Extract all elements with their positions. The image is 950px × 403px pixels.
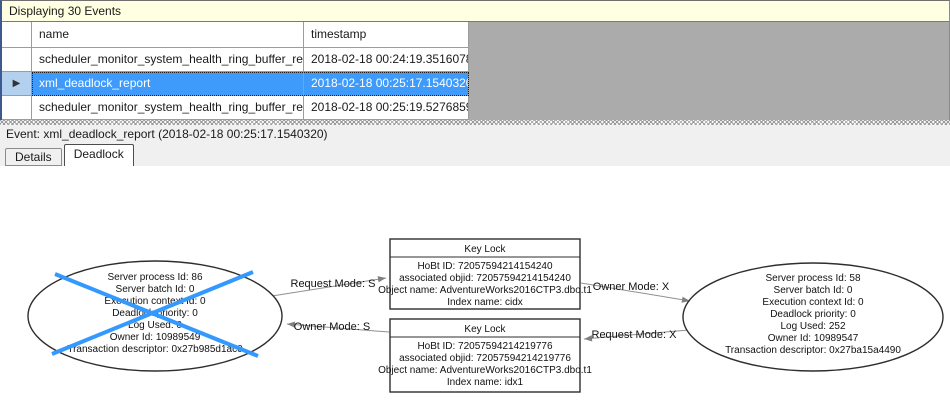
events-grid-panel: Displaying 30 Events name timestamp sche… [0,0,950,120]
grid-filler [469,22,949,48]
selected-row-focus-rect[interactable]: xml_deadlock_report 2018-02-18 00:25:17.… [32,72,469,96]
edge-label-request-s: Request Mode: S [291,278,376,290]
node-text-line: Execution context Id: 0 [762,297,864,308]
event-bar: Event: xml_deadlock_report (2018-02-18 0… [0,125,950,144]
node-text-line: Log Used: 252 [780,321,845,332]
node-text-line: Log Used: 0 [128,320,182,331]
edge-label-request-x: Request Mode: X [592,329,678,341]
grid-filler [469,96,949,120]
edge-owner-s [286,321,390,333]
node-text-line: HoBt ID: 72057594214154240 [417,261,553,272]
node-text-line: Owner Id: 10989547 [768,333,859,344]
tab-strip: Details Deadlock [0,144,950,166]
node-text-line: Owner Id: 10989549 [110,332,201,343]
tab-details[interactable]: Details [5,148,62,166]
edge-request-x [583,329,690,342]
deadlock-graph-svg: Request Mode: S Owner Mode: S Owner Mode… [27,238,944,393]
table-row[interactable]: scheduler_monitor_system_health_ring_buf… [2,48,949,72]
grid-filler [469,72,949,96]
column-header-timestamp[interactable]: timestamp [304,22,469,48]
event-bar-text: Event: xml_deadlock_report (2018-02-18 0… [6,127,328,141]
node-text-line: associated objid: 72057594214154240 [399,273,571,284]
node-text-line: Server batch Id: 0 [774,285,853,296]
process-node[interactable] [682,262,944,372]
splitter-handle[interactable] [0,120,950,125]
cell-name[interactable]: xml_deadlock_report [32,72,304,96]
deadlock-graph-panel: Request Mode: S Owner Mode: S Owner Mode… [0,166,950,400]
key-lock-title: Key Lock [464,244,506,255]
table-row-selected[interactable]: ▶ xml_deadlock_report 2018-02-18 00:25:1… [2,72,949,96]
edge-request-s [271,276,387,297]
node-text-line: Object name: AdventureWorks2016CTP3.dbo.… [378,285,592,296]
cell-name[interactable]: scheduler_monitor_system_health_ring_buf… [32,48,304,72]
victim-cross-icon [51,270,254,356]
node-text-line: associated objid: 72057594214219776 [399,353,571,364]
node-text-line: HoBt ID: 72057594214219776 [417,341,553,352]
row-selector-cell[interactable] [2,96,32,120]
current-row-arrow-icon: ▶ [12,77,21,89]
edge-owner-x [580,282,691,303]
info-bar-text: Displaying 30 Events [9,4,122,18]
info-bar: Displaying 30 Events [2,1,949,22]
node-text-line: Deadlock priority: 0 [770,309,856,320]
node-text-line: Server batch Id: 0 [116,284,195,295]
resource-node-keylock-idx1[interactable] [389,318,581,393]
tab-deadlock[interactable]: Deadlock [63,144,134,166]
node-text-line: Server process Id: 86 [107,272,202,283]
grid-corner-cell [2,22,32,48]
node-text-line: Transaction descriptor: 0x27b985d1ac0 [67,344,243,355]
key-lock-title: Key Lock [464,324,506,335]
resource-node-keylock-cidx[interactable] [389,238,581,310]
grid-filler [469,48,949,72]
table-row[interactable]: scheduler_monitor_system_health_ring_buf… [2,96,949,120]
cell-timestamp[interactable]: 2018-02-18 00:25:19.5276859 [304,96,469,120]
node-text-line: Server process Id: 58 [765,273,860,284]
grid-header-row: name timestamp [2,22,949,48]
cell-timestamp[interactable]: 2018-02-18 00:24:19.3516078 [304,48,469,72]
column-header-name[interactable]: name [32,22,304,48]
row-selector-cell[interactable] [2,48,32,72]
edge-label-owner-x: Owner Mode: X [593,281,670,293]
node-text-line: Transaction descriptor: 0x27ba15a4490 [725,345,901,356]
node-text-line: Object name: AdventureWorks2016CTP3.dbo.… [378,365,592,376]
edge-label-owner-s: Owner Mode: S [294,321,370,333]
node-text-line: Index name: cidx [447,297,523,308]
node-text-line: Execution context Id: 0 [104,296,206,307]
cell-name[interactable]: scheduler_monitor_system_health_ring_buf… [32,96,304,120]
row-selector-cell[interactable]: ▶ [2,72,32,96]
cell-timestamp[interactable]: 2018-02-18 00:25:17.1540320 [304,72,469,96]
victim-cross-icon [54,272,259,358]
node-text-line: Index name: idx1 [447,377,524,388]
